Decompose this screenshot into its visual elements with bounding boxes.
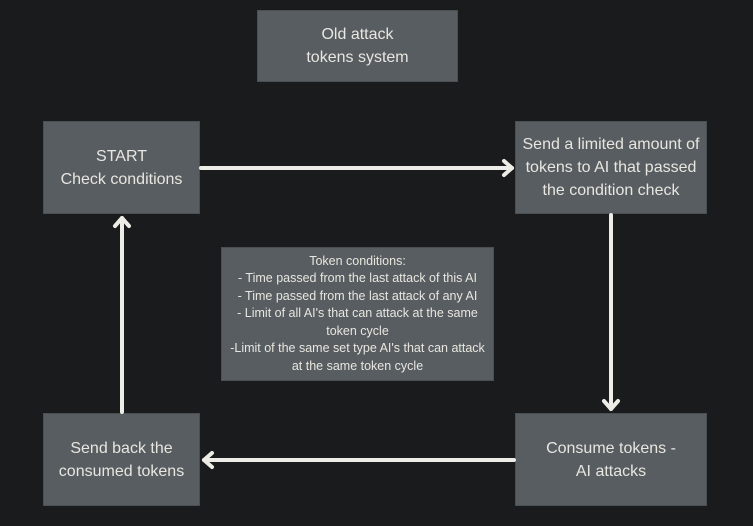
node-consume-tokens: Consume tokens - AI attacks bbox=[515, 413, 707, 506]
arrow-consume-to-send-back bbox=[202, 451, 516, 469]
node-send-back: Send back the consumed tokens bbox=[43, 413, 200, 506]
node-start: START Check conditions bbox=[43, 121, 200, 214]
arrow-send-back-to-start bbox=[113, 216, 131, 414]
arrow-start-to-send-tokens bbox=[199, 159, 514, 177]
token-conditions-note: Token conditions: - Time passed from the… bbox=[221, 247, 494, 381]
arrow-send-tokens-to-consume bbox=[602, 213, 620, 411]
node-send-tokens: Send a limited amount of tokens to AI th… bbox=[515, 121, 707, 214]
diagram-title: Old attack tokens system bbox=[257, 10, 458, 82]
